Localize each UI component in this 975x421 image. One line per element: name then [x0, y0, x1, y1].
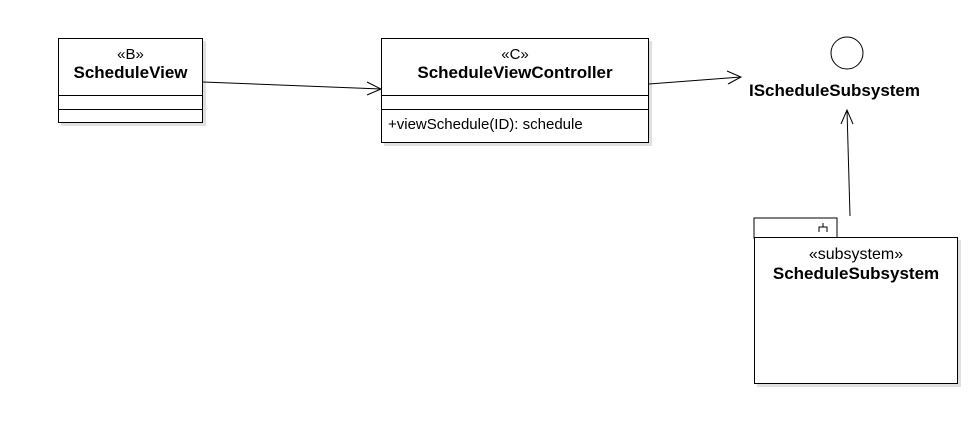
- class-schedule-view-controller[interactable]: «C» ScheduleViewController +viewSchedule…: [381, 38, 649, 143]
- subsystem-tab: [753, 217, 838, 239]
- open-arrowhead-interface-bottom: [840, 108, 854, 125]
- class-schedule-view[interactable]: «B» ScheduleView: [58, 38, 203, 123]
- class-stereotype: «B»: [117, 46, 144, 63]
- operation-item: +viewSchedule(ID): schedule: [388, 116, 583, 133]
- subsystem-header: «subsystem» ScheduleSubsystem: [755, 238, 957, 284]
- class-header: «B» ScheduleView: [59, 39, 202, 95]
- class-stereotype: «C»: [501, 46, 529, 63]
- dependency-line-controller-to-interface: [648, 76, 742, 85]
- subsystem-fork-icon: [818, 223, 828, 232]
- operations-compartment: +viewSchedule(ID): schedule: [382, 109, 648, 142]
- operations-compartment: [59, 109, 202, 122]
- attributes-compartment: [59, 95, 202, 109]
- open-arrowhead-interface: [726, 70, 743, 85]
- class-header: «C» ScheduleViewController: [382, 39, 648, 95]
- realization-line-subsystem-to-interface: [846, 109, 851, 217]
- class-name: ScheduleView: [73, 63, 188, 82]
- attributes-compartment: [382, 95, 648, 109]
- interface-lollipop-icon: [830, 36, 864, 70]
- subsystem-stereotype: «subsystem»: [808, 246, 904, 263]
- dependency-line-view-to-controller: [202, 81, 382, 90]
- interface-name: IScheduleSubsystem: [749, 81, 921, 100]
- subsystem-name: ScheduleSubsystem: [772, 264, 940, 283]
- class-name: ScheduleViewController: [417, 63, 613, 82]
- subsystem-schedule-subsystem[interactable]: «subsystem» ScheduleSubsystem: [754, 237, 958, 384]
